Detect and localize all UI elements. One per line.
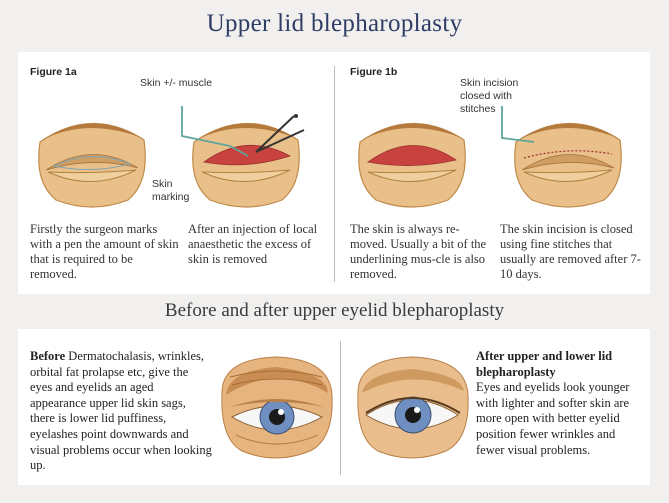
caption-1b-left: The skin is always re-moved. Usually a b… <box>350 222 487 281</box>
caption-1a-left: Firstly the surgeon marks with a pen the… <box>30 222 179 281</box>
eye-removed-illustration <box>358 122 466 208</box>
before-after-panel: Before Dermatochalasis, wrinkles, orbita… <box>18 329 650 485</box>
eye-stitched-illustration <box>514 122 622 208</box>
figure-1b-label: Figure 1b <box>350 66 398 78</box>
page-title: Upper lid blepharoplasty <box>206 10 463 37</box>
eye-marking-illustration <box>38 122 146 208</box>
annotation-skin-marking: Skin marking <box>152 178 190 203</box>
eye-before-illustration <box>221 356 333 459</box>
before-description: Before Dermatochalasis, wrinkles, orbita… <box>30 349 212 474</box>
caption-1b-right: The skin incision is closed using fine s… <box>500 222 641 281</box>
caption-1a-right: After an injection of local anaesthetic … <box>188 222 318 266</box>
procedure-panel: Figure 1a Figure 1b Skin +/- muscle Skin… <box>18 52 650 294</box>
figure-1a-label: Figure 1a <box>30 66 77 78</box>
panel-divider <box>334 66 335 282</box>
annotation-skin-muscle: Skin +/- muscle <box>140 77 213 89</box>
annotation-incision: Skin incision closed with stitches <box>460 77 519 115</box>
annotation-leader-line-incision <box>501 106 535 143</box>
annotation-leader-line <box>181 106 249 157</box>
section-title: Before and after upper eyelid blepharopl… <box>164 300 505 321</box>
before-heading: Before <box>30 349 66 363</box>
eye-after-illustration <box>357 356 469 459</box>
after-description: After upper and lower lid blepharoplasty… <box>476 349 644 458</box>
after-heading: After upper and lower lid blepharoplasty <box>476 349 613 379</box>
after-text: Eyes and eyelids look younger with light… <box>476 380 630 457</box>
panel-divider <box>340 341 341 475</box>
before-text: Dermatochalasis, wrinkles, orbital fat p… <box>30 349 212 473</box>
